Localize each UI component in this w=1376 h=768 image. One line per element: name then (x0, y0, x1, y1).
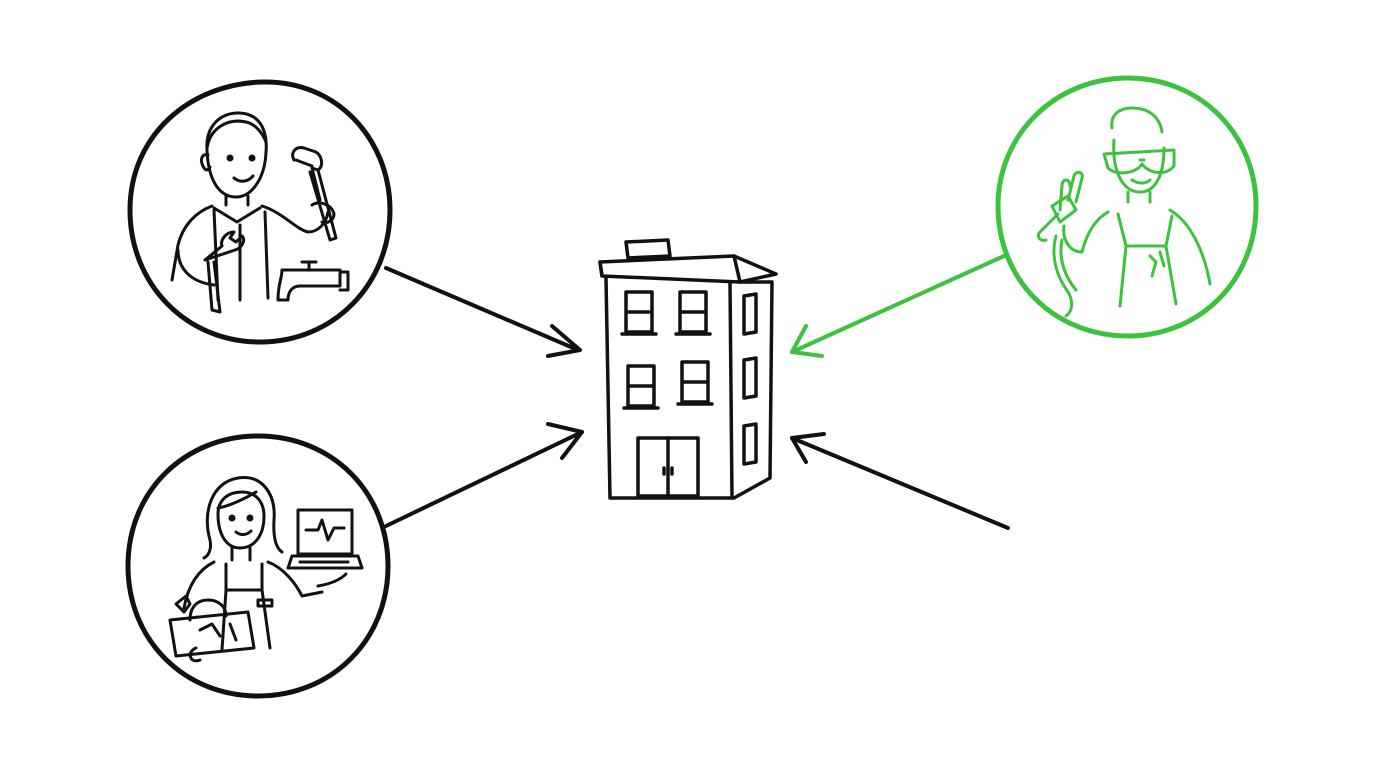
electrician-circle (995, 75, 1259, 339)
electrician-pliers-icon (1036, 106, 1212, 318)
technician-circle (125, 433, 391, 699)
plumber-circle (127, 79, 393, 345)
arrow-electrician-to-building (790, 254, 1006, 358)
arrow-plumber-to-building (384, 266, 582, 358)
building-node (598, 238, 778, 500)
arrow-offscreen-to-building (790, 432, 1010, 530)
electrician-node (995, 75, 1259, 339)
building-icon (598, 238, 778, 500)
technician-node (125, 433, 391, 699)
technician-toolbox-laptop-icon (168, 476, 364, 663)
plumber-with-wrenches-icon (170, 111, 350, 314)
plumber-node (127, 79, 393, 345)
arrow-technician-to-building (384, 422, 584, 528)
